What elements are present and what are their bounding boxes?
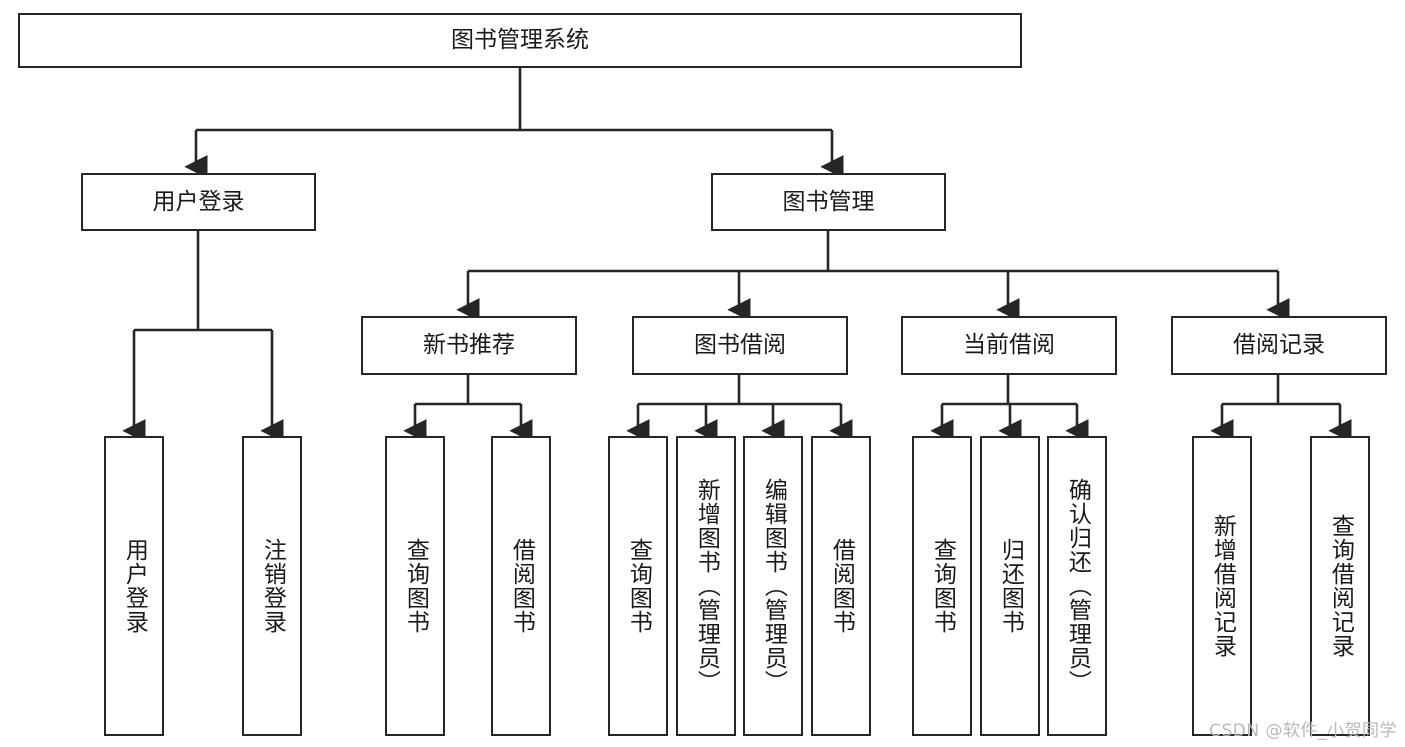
leaf-borrow-edit-book-admin[interactable]: 编辑图书（管理员） <box>743 436 803 736</box>
node-user-login[interactable]: 用户登录 <box>81 173 316 231</box>
leaf-new-book-query[interactable]: 查询图书 <box>385 436 445 736</box>
leaf-record-query-label: 查询借阅记录 <box>1327 514 1354 658</box>
node-root-system[interactable]: 图书管理系统 <box>18 13 1022 68</box>
node-new-book-recommend[interactable]: 新书推荐 <box>361 316 577 375</box>
node-book-management-label: 图书管理 <box>782 188 875 215</box>
leaf-current-query-book[interactable]: 查询图书 <box>912 436 972 736</box>
node-user-login-label: 用户登录 <box>152 188 245 215</box>
leaf-current-confirm-return-admin[interactable]: 确认归还（管理员） <box>1047 436 1107 736</box>
watermark-text: CSDN @软件_小贺同学 <box>1209 721 1397 741</box>
node-book-management[interactable]: 图书管理 <box>711 173 946 231</box>
leaf-borrow-add-book-admin-label: 新增图书（管理员） <box>693 478 720 694</box>
node-book-borrow-label: 图书借阅 <box>694 332 786 359</box>
leaf-current-confirm-return-admin-label: 确认归还（管理员） <box>1064 478 1091 694</box>
leaf-borrow-borrow-book[interactable]: 借阅图书 <box>811 436 871 736</box>
leaf-new-book-borrow[interactable]: 借阅图书 <box>491 436 551 736</box>
leaf-borrow-query-book[interactable]: 查询图书 <box>608 436 668 736</box>
leaf-borrow-add-book-admin[interactable]: 新增图书（管理员） <box>676 436 736 736</box>
leaf-current-return-book[interactable]: 归还图书 <box>980 436 1040 736</box>
leaf-user-login-signout-label: 注销登录 <box>259 538 286 634</box>
leaf-new-book-query-label: 查询图书 <box>402 538 429 634</box>
leaf-current-return-book-label: 归还图书 <box>997 538 1024 634</box>
leaf-record-add[interactable]: 新增借阅记录 <box>1192 436 1252 736</box>
node-book-borrow[interactable]: 图书借阅 <box>632 316 848 375</box>
node-current-borrow-label: 当前借阅 <box>963 332 1055 359</box>
leaf-user-login-signin[interactable]: 用户登录 <box>104 436 164 736</box>
node-borrow-record-label: 借阅记录 <box>1233 332 1325 359</box>
leaf-record-query[interactable]: 查询借阅记录 <box>1310 436 1370 736</box>
leaf-user-login-signout[interactable]: 注销登录 <box>242 436 302 736</box>
leaf-user-login-signin-label: 用户登录 <box>121 538 148 634</box>
node-new-book-recommend-label: 新书推荐 <box>423 332 515 359</box>
node-borrow-record[interactable]: 借阅记录 <box>1171 316 1387 375</box>
node-current-borrow[interactable]: 当前借阅 <box>901 316 1117 375</box>
leaf-borrow-edit-book-admin-label: 编辑图书（管理员） <box>760 478 787 694</box>
leaf-new-book-borrow-label: 借阅图书 <box>508 538 535 634</box>
leaf-borrow-query-book-label: 查询图书 <box>625 538 652 634</box>
leaf-borrow-borrow-book-label: 借阅图书 <box>828 538 855 634</box>
leaf-current-query-book-label: 查询图书 <box>929 538 956 634</box>
node-root-system-label: 图书管理系统 <box>451 27 589 54</box>
leaf-record-add-label: 新增借阅记录 <box>1209 514 1236 658</box>
